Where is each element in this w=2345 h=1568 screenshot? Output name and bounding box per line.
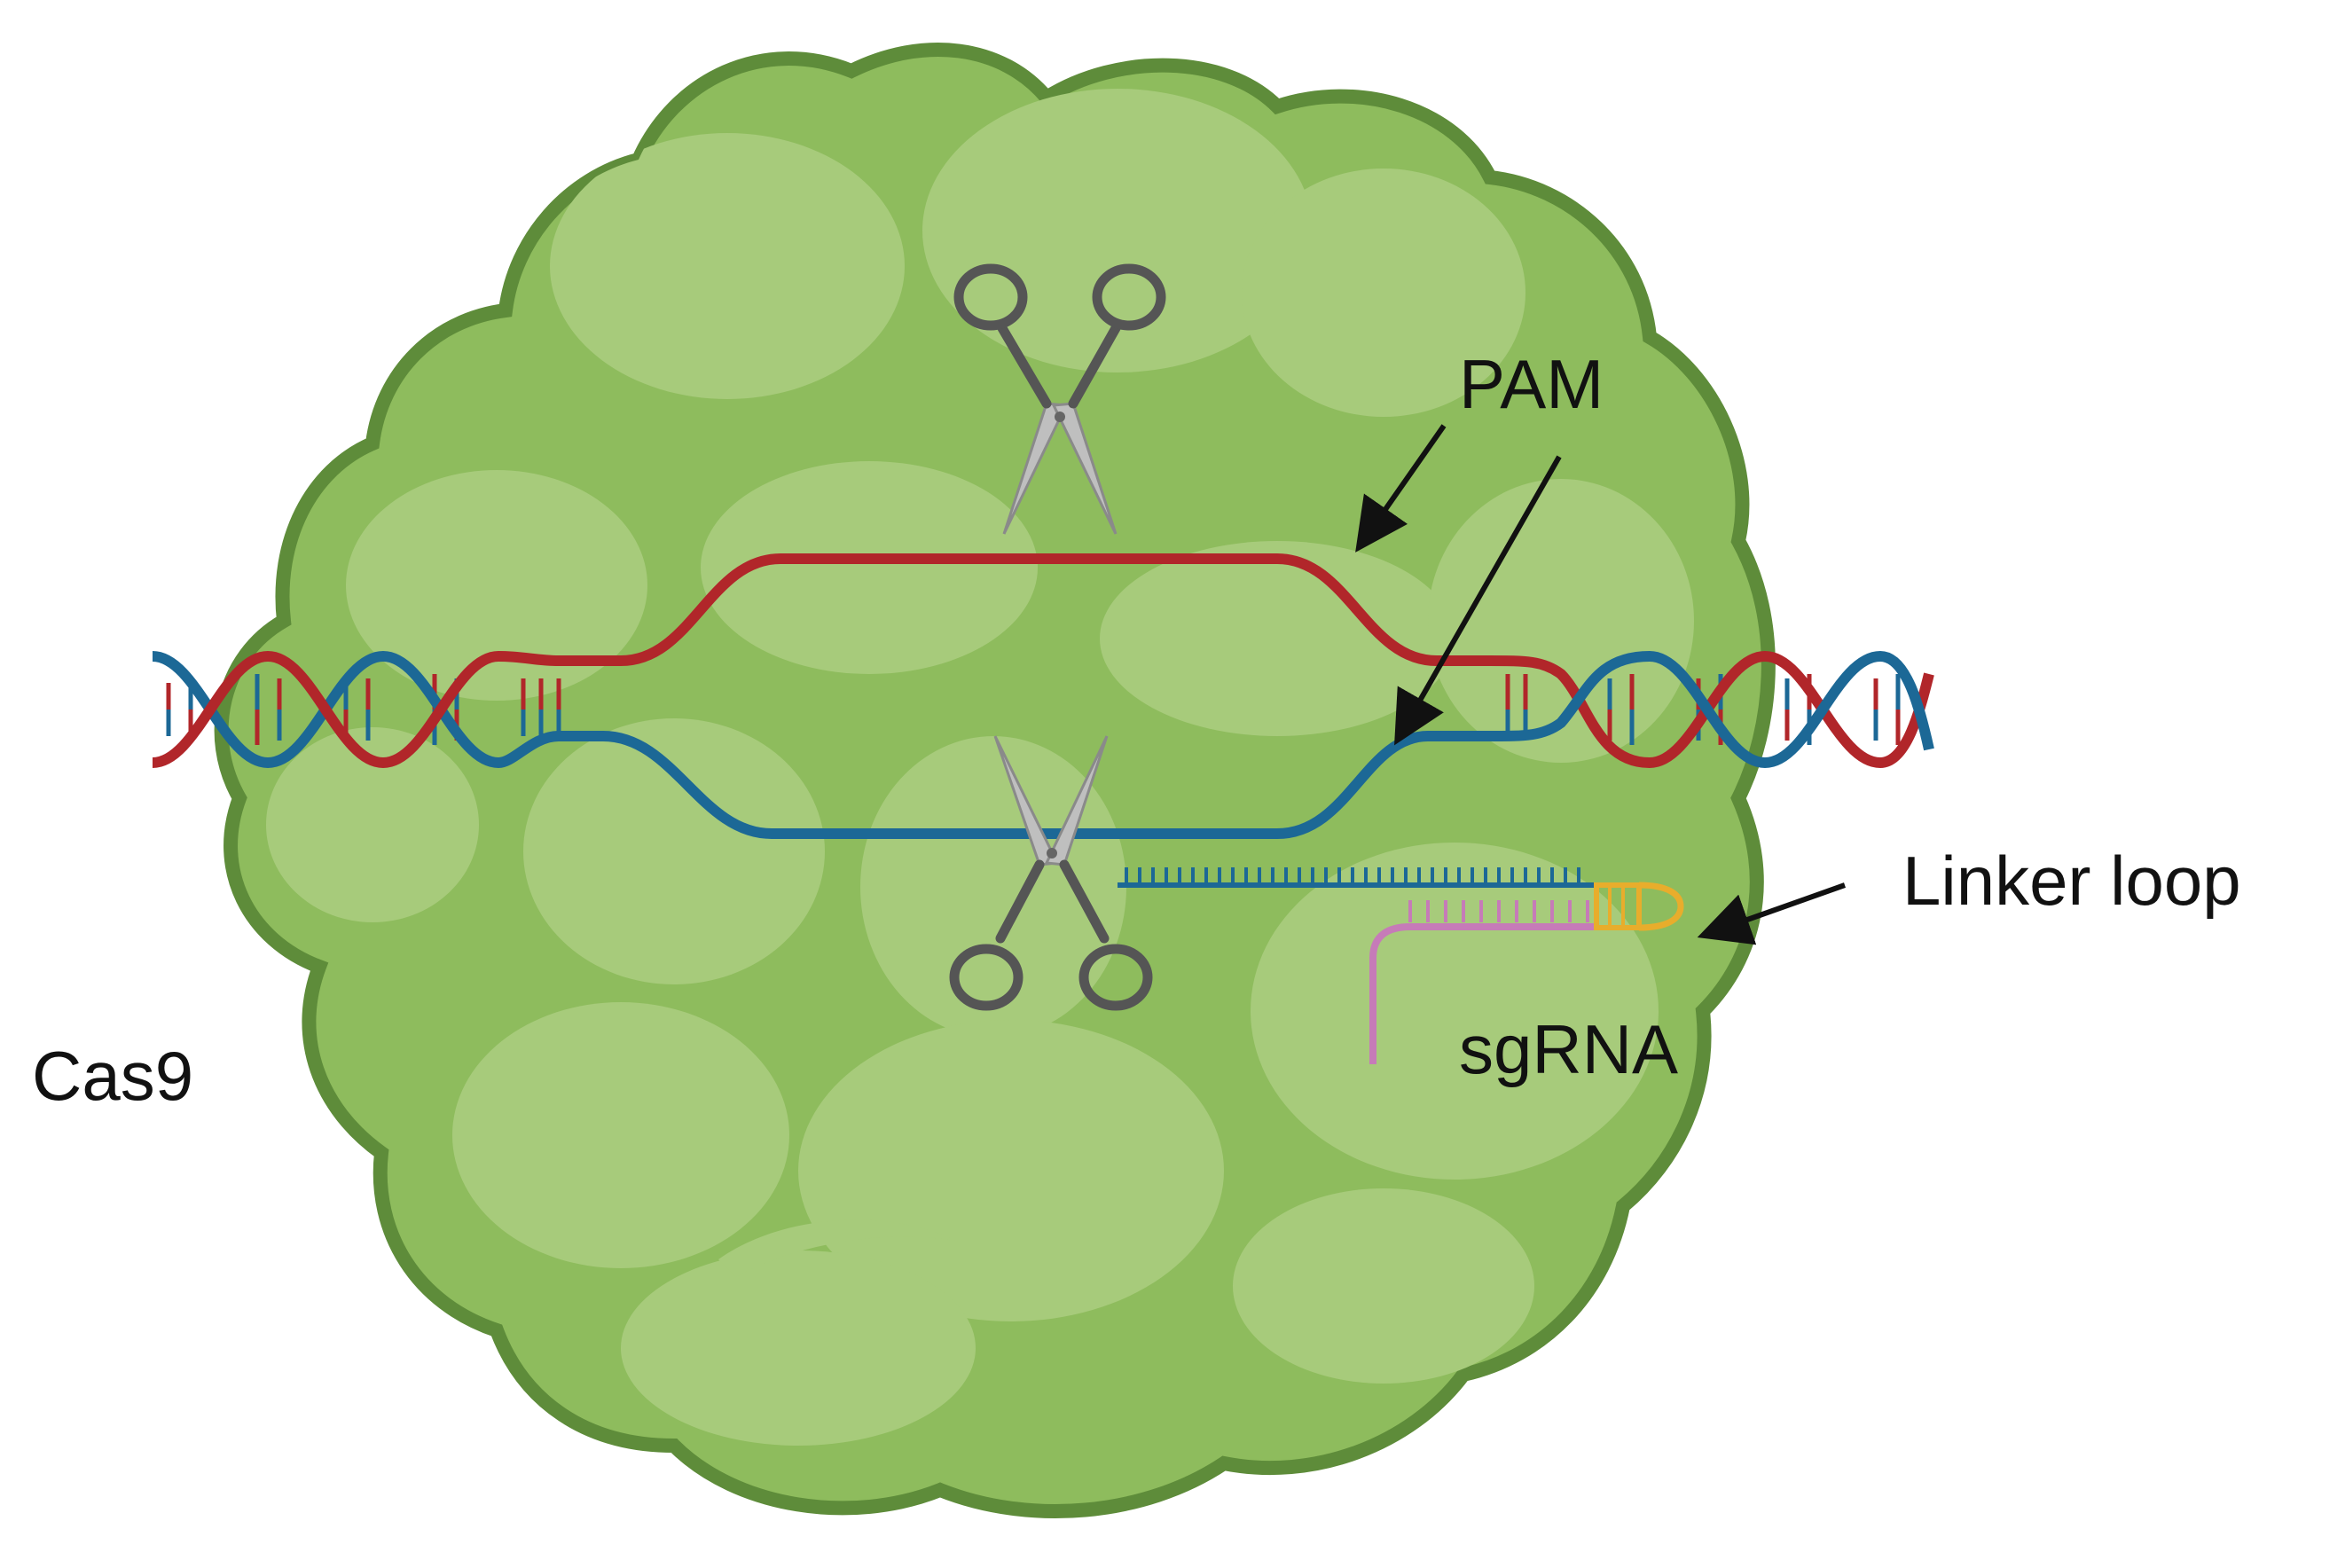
sgrna-molecule: [1118, 867, 1684, 1064]
dna-strand-target: [559, 731, 1490, 839]
linker-loop-label: Linker loop: [1902, 842, 2241, 920]
scissors-icon: [949, 735, 1153, 1011]
protein-lobes: [266, 89, 1694, 1446]
dna-helix-left: [152, 650, 561, 769]
pam-label: PAM: [1459, 345, 1604, 423]
protein-crescent: [718, 1219, 958, 1277]
scissors-icon: [953, 263, 1166, 535]
pam-arrow-target: [1394, 455, 1562, 746]
linker-loop-arrow: [1697, 882, 1847, 945]
cas9-label: Cas9: [32, 1037, 193, 1115]
dna-strand-nontarget: [559, 553, 1490, 666]
linker-loop: [1594, 882, 1684, 931]
sgrna-label: sgRNA: [1459, 1010, 1678, 1088]
cas9-protein: [214, 43, 1776, 1518]
dna-helix-right: [1489, 650, 1934, 769]
pam-arrow-nontarget: [1355, 424, 1447, 553]
